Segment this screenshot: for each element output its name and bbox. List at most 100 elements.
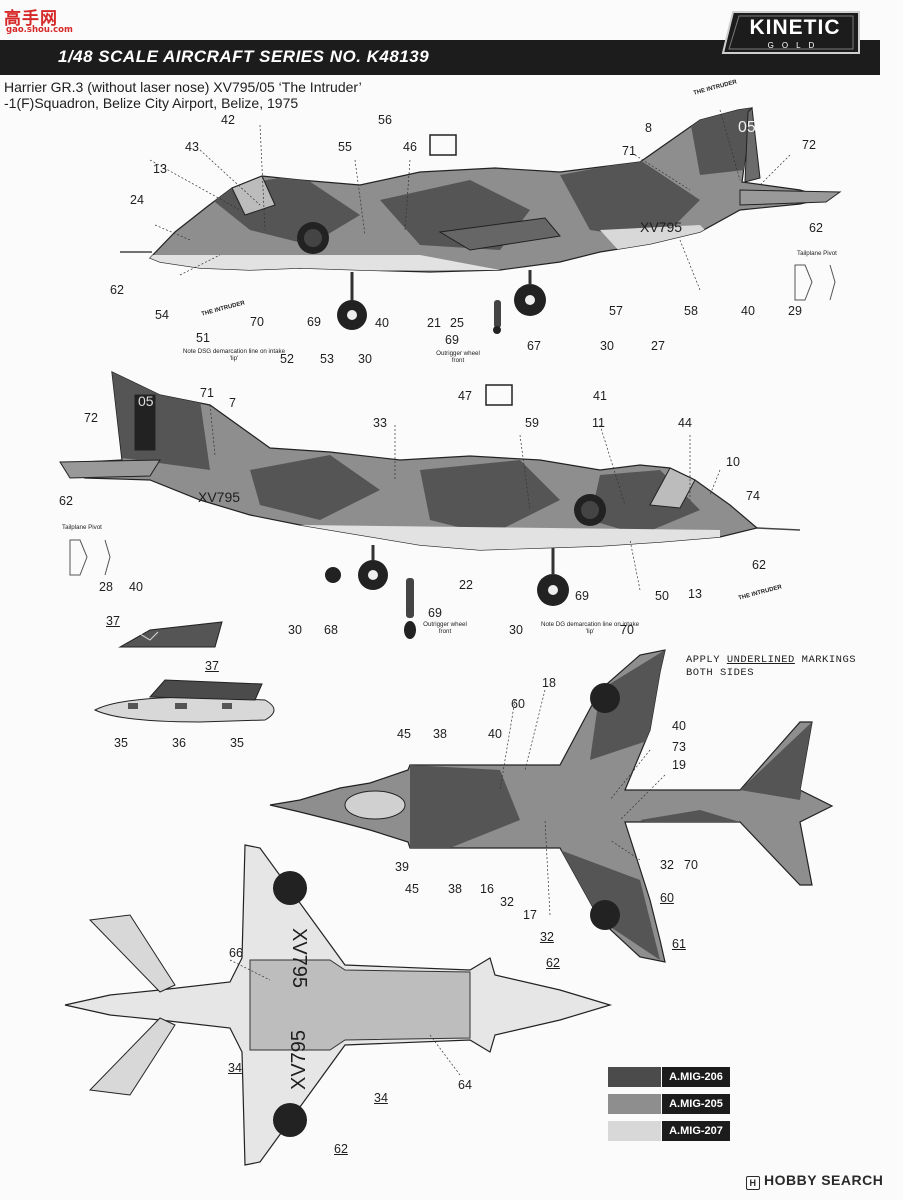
callout-69-r1: 69: [428, 606, 442, 620]
callout-52: 52: [280, 352, 294, 366]
callout-62-b: 62: [110, 283, 124, 297]
callout-70: 70: [250, 315, 264, 329]
callout-7: 7: [229, 396, 236, 410]
callout-40-t2: 40: [488, 727, 502, 741]
callout-53: 53: [320, 352, 334, 366]
callout-32-b: 32: [540, 930, 554, 944]
callout-17: 17: [523, 908, 537, 922]
callout-40-a: 40: [375, 316, 389, 330]
bottom-serial-lower: XV795: [288, 1030, 310, 1090]
callout-56: 56: [378, 113, 392, 127]
logo-subtext: GOLD: [767, 41, 823, 50]
callout-59: 59: [525, 416, 539, 430]
callout-72: 72: [802, 138, 816, 152]
top-view-aircraft: [269, 649, 834, 963]
apply-markings-note: APPLY UNDERLINED MARKINGS BOTH SIDES: [686, 654, 856, 680]
note-dg-line: Note DG demarcation line on intake 'lip': [540, 621, 640, 635]
scheme-unit: -1(F)Squadron, Belize City Airport, Beli…: [4, 95, 299, 111]
callout-18: 18: [542, 676, 556, 690]
callout-30-a: 30: [358, 352, 372, 366]
callout-73: 73: [672, 740, 686, 754]
apply-note-underlined: UNDERLINED: [726, 654, 795, 666]
callout-30-r2: 30: [509, 623, 523, 637]
callout-28: 28: [99, 580, 113, 594]
callout-62-btm: 62: [334, 1142, 348, 1156]
callout-8: 8: [645, 121, 652, 135]
callout-35-b: 35: [230, 736, 244, 750]
callout-60-b: 60: [660, 891, 674, 905]
paint-swatch-medium: [608, 1094, 661, 1114]
callout-50: 50: [655, 589, 669, 603]
callout-62-a: 62: [809, 221, 823, 235]
paint-label-light: A.MIG-207: [662, 1121, 730, 1141]
callout-42: 42: [221, 113, 235, 127]
site-watermark: 高手网 gao.shou.com: [4, 4, 74, 38]
callout-33: 33: [373, 416, 387, 430]
apply-note-prefix: APPLY: [686, 654, 721, 666]
callout-58: 58: [684, 304, 698, 318]
note-outrigger-2: Outrigger wheel front: [423, 621, 467, 635]
callout-40-r: 40: [129, 580, 143, 594]
note-tailplane-pivot-1: Tailplane Pivot: [797, 250, 837, 257]
callout-47: 47: [458, 389, 472, 403]
logo-frame: [721, 11, 860, 54]
callout-45-a: 45: [397, 727, 411, 741]
callout-40-b: 40: [741, 304, 755, 318]
callout-43: 43: [185, 140, 199, 154]
callout-64: 64: [458, 1078, 472, 1092]
drop-tank-detail: [93, 679, 275, 723]
callout-69-r2: 69: [575, 589, 589, 603]
callout-25: 25: [450, 316, 464, 330]
callout-69: 69: [307, 315, 321, 329]
callout-39: 39: [395, 860, 409, 874]
callout-38-b: 38: [448, 882, 462, 896]
callout-71: 71: [622, 144, 636, 158]
note-tailplane-pivot-2: Tailplane Pivot: [62, 524, 102, 531]
callout-62-t: 62: [546, 956, 560, 970]
callout-62-r2: 62: [752, 558, 766, 572]
callout-70-r: 70: [620, 623, 634, 637]
callout-21: 21: [427, 316, 441, 330]
callout-34-b: 34: [374, 1091, 388, 1105]
callout-68: 68: [324, 623, 338, 637]
callout-67: 67: [527, 339, 541, 353]
callout-60-a: 60: [511, 697, 525, 711]
paint-swatch-light: [608, 1121, 661, 1141]
callout-72-r: 72: [84, 411, 98, 425]
callout-55: 55: [338, 140, 352, 154]
scheme-title: Harrier GR.3 (without laser nose) XV795/…: [4, 79, 362, 95]
kinetic-gold-logo: KINETIC GOLD: [719, 8, 861, 57]
callout-61: 61: [672, 937, 686, 951]
callout-34-a: 34: [228, 1061, 242, 1075]
callout-40-t1: 40: [672, 719, 686, 733]
hobby-search-text: HOBBY SEARCH: [764, 1172, 884, 1188]
right-serial-text: XV795: [198, 489, 240, 505]
paint-label-medium: A.MIG-205: [662, 1094, 730, 1114]
callout-54: 54: [155, 308, 169, 322]
bottom-view-aircraft: XV795 XV795: [64, 844, 613, 1166]
callout-30-r1: 30: [288, 623, 302, 637]
callout-36: 36: [172, 736, 186, 750]
callout-37-b: 37: [205, 659, 219, 673]
callout-57: 57: [609, 304, 623, 318]
callout-45-b: 45: [405, 882, 419, 896]
watermark-glyphs: 高手网: [4, 9, 58, 29]
callout-35-a: 35: [114, 736, 128, 750]
left-serial-text: XV795: [640, 219, 682, 235]
callout-10: 10: [726, 455, 740, 469]
apply-note-suffix: MARKINGS: [801, 654, 857, 666]
callout-44: 44: [678, 416, 692, 430]
note-outrigger-1: Outrigger wheel front: [436, 350, 480, 364]
callout-13: 13: [153, 162, 167, 176]
apply-note-line2: BOTH SIDES: [686, 667, 755, 679]
series-title: 1/48 SCALE AIRCRAFT SERIES NO. K48139: [58, 47, 430, 66]
callout-38-a: 38: [433, 727, 447, 741]
callout-29: 29: [788, 304, 802, 318]
left-fin-code: 05: [738, 119, 756, 136]
callout-41: 41: [593, 389, 607, 403]
callout-16: 16: [480, 882, 494, 896]
callout-69-b: 69: [445, 333, 459, 347]
